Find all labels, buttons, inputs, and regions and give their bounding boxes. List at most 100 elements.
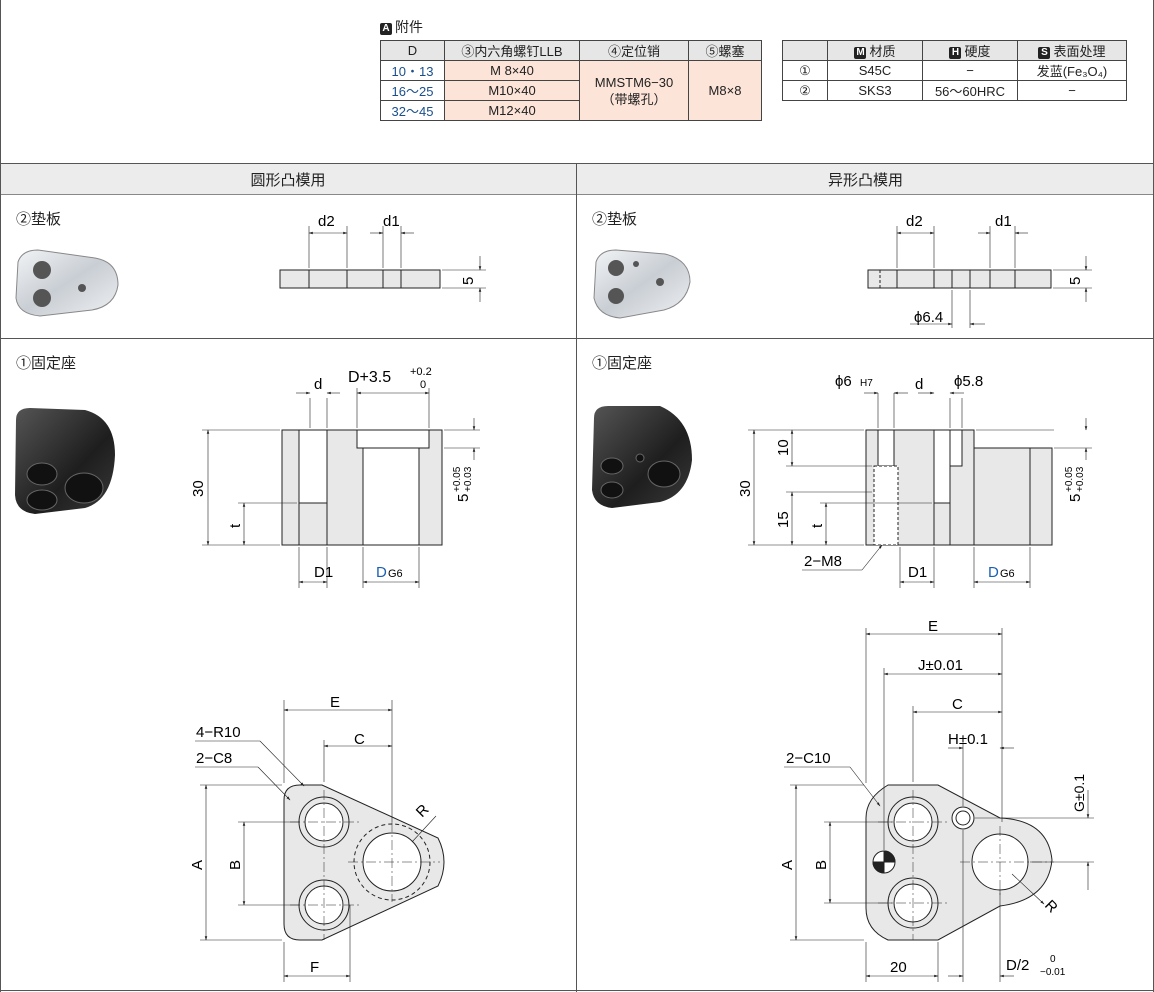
plate-photo-left: [15, 249, 119, 317]
label-plate-right: ②垫板: [592, 211, 638, 228]
dim-dplus: D+3.5: [348, 369, 391, 386]
dim-5tol-right: 5: [1067, 494, 1084, 502]
dim-F-left: F: [310, 959, 319, 976]
dim-phi6: ϕ6: [835, 373, 852, 390]
accessory-table: D ③内六角螺钉LLB ④定位销 ⑤螺塞 10・13 M 8×40 MMSTM6…: [380, 40, 762, 121]
dim-d2-left: d2: [318, 213, 335, 230]
dim-dhalf-low: −0.01: [1040, 967, 1066, 978]
mat-badge: H: [949, 47, 962, 59]
mat-header-text: 硬度: [964, 44, 991, 59]
plate-photo-right: [593, 249, 691, 319]
mat-row-material: SKS3: [827, 80, 923, 101]
dim-D1-right: D1: [908, 564, 927, 581]
dim-4r10: 4−R10: [196, 724, 241, 741]
dim-G6-right: G6: [1000, 568, 1015, 580]
dim-tol-p005-left: +0.05: [452, 466, 463, 492]
dim-2c10: 2−C10: [786, 750, 831, 767]
seat-photo-left: [15, 408, 115, 514]
dim-d-left: d: [314, 376, 322, 393]
dim-5-right: 5: [1067, 277, 1084, 285]
dim-C-right: C: [952, 696, 963, 713]
dim-5-left: 5: [460, 277, 477, 285]
acc-row-screw: M10×40: [444, 80, 580, 101]
seat-section-left: [202, 388, 480, 588]
dim-DG6-left: D: [376, 564, 387, 581]
seat-section-right: [748, 391, 1092, 588]
acc-row-screw: M12×40: [444, 100, 580, 121]
dim-dhalf: D/2: [1006, 957, 1029, 974]
plate-drawing-right: [867, 226, 1092, 328]
mat-header-no: [782, 40, 828, 61]
acc-header-plug: ⑤螺塞: [688, 40, 762, 61]
dim-tol-p003-left: +0.03: [463, 466, 474, 492]
dim-DG6-right: D: [988, 564, 999, 581]
dim-30-right: 30: [737, 480, 754, 497]
mat-header-text: 表面处理: [1053, 44, 1106, 59]
acc-row-d: 32〜45: [380, 100, 445, 121]
label-plate-left: ②垫板: [16, 211, 62, 228]
section-header-right: 异形凸模用: [577, 163, 1154, 195]
dim-30-left: 30: [190, 480, 207, 497]
acc-header-d: D: [380, 40, 445, 61]
seat-photo-right: [592, 406, 692, 508]
dim-2c8: 2−C8: [196, 750, 232, 767]
plate-drawing-left: [279, 226, 486, 302]
mat-badge: M: [854, 47, 867, 59]
dim-t-left: t: [227, 523, 244, 528]
dim-E-left: E: [330, 694, 340, 711]
dim-15-right: 15: [775, 511, 792, 528]
dim-d1-left: d1: [383, 213, 400, 230]
dim-A-right: A: [779, 860, 796, 870]
dim-H: H±0.1: [948, 731, 988, 748]
mat-header-text: 材质: [869, 44, 896, 59]
mat-row-surface: −: [1017, 80, 1127, 101]
acc-row-d: 10・13: [380, 60, 445, 81]
accessory-title-text: 附件: [395, 19, 423, 35]
dim-10-right: 10: [775, 439, 792, 456]
dim-tol-up: +0.2: [410, 366, 432, 378]
dim-tol-zero: 0: [420, 379, 426, 391]
mat-badge: S: [1038, 47, 1051, 59]
mat-row-material: S45C: [827, 60, 923, 81]
dim-h7: H7: [860, 378, 873, 389]
acc-pin-line2: （带螺孔）: [601, 91, 667, 107]
dim-R-right: R: [1041, 897, 1061, 917]
acc-pin-line1: MMSTM6−30: [594, 74, 674, 90]
dim-tol-p003-right: +0.03: [1075, 466, 1086, 492]
acc-pin-cell: MMSTM6−30 （带螺孔）: [579, 60, 689, 121]
acc-plug-cell: M8×8: [688, 60, 762, 121]
seat-topview-right: [784, 628, 1094, 982]
mat-row-surface: 发蓝(Fe₃O₄): [1017, 60, 1127, 81]
dim-R-left: R: [413, 801, 433, 821]
dim-G: G±0.1: [1071, 774, 1087, 812]
dim-B-right: B: [813, 860, 830, 870]
dim-5tol-left: 5: [455, 494, 472, 502]
dim-A-left: A: [189, 860, 206, 870]
dim-J: J±0.01: [918, 657, 963, 674]
label-seat-right: ①固定座: [592, 355, 653, 372]
dim-m8: 2−M8: [804, 553, 842, 570]
dim-phi64: ϕ6.4: [914, 309, 943, 326]
accessory-badge: A: [380, 23, 392, 35]
dim-B-left: B: [227, 860, 244, 870]
seat-topview-left: [195, 700, 445, 982]
dim-dhalf-up: 0: [1050, 954, 1056, 965]
dim-C-left: C: [354, 731, 365, 748]
dim-d1-right: d1: [995, 213, 1012, 230]
dim-G6-left: G6: [388, 568, 403, 580]
dim-tol-p005-right: +0.05: [1064, 466, 1075, 492]
label-seat-left: ①固定座: [16, 355, 77, 372]
dim-d2-right: d2: [906, 213, 923, 230]
dim-phi58: ϕ5.8: [954, 373, 983, 390]
dim-20: 20: [890, 959, 907, 976]
dim-t-right: t: [809, 523, 826, 528]
acc-row-screw: M 8×40: [444, 60, 580, 81]
dim-d-right: d: [915, 376, 923, 393]
dim-D1-left: D1: [314, 564, 333, 581]
dim-E-right: E: [928, 618, 938, 635]
